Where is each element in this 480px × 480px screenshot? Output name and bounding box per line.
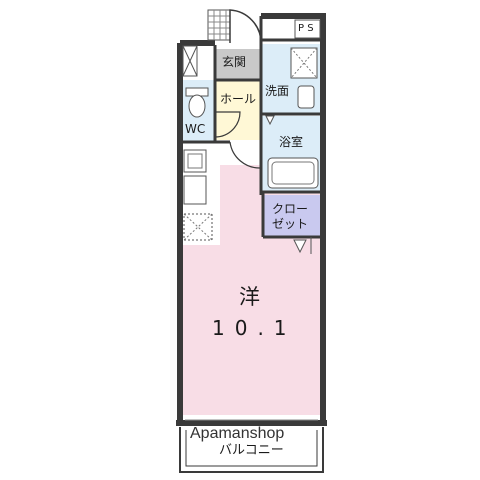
- kitchen-counter: [183, 175, 207, 205]
- sink-basin: [187, 153, 203, 169]
- bathroom-label: 浴室: [279, 135, 304, 149]
- toilet-bowl: [188, 94, 206, 118]
- fridge-space: [183, 213, 213, 241]
- washing-machine-cross: [290, 47, 318, 79]
- genkan-label: 玄関: [222, 55, 247, 69]
- closet-door: [293, 239, 307, 254]
- entrance-floor: [215, 49, 261, 80]
- watermark-logo: Apamanshop: [188, 425, 287, 442]
- western-room-size: 10.1: [212, 316, 297, 340]
- washroom-label: 洗面: [265, 84, 290, 98]
- balcony-label: バルコニー: [219, 443, 284, 458]
- closet: [263, 195, 323, 237]
- bathtub: [267, 157, 319, 189]
- ps-label: P S: [298, 23, 314, 34]
- western-room-label: 洋: [239, 285, 260, 309]
- wc-label: WC: [185, 122, 206, 136]
- closet-label-line1: クロー: [272, 202, 309, 216]
- walls: [176, 13, 327, 426]
- wc-door-swing: [214, 111, 241, 138]
- wash-basin: [297, 85, 315, 109]
- entry-step-grid: [208, 10, 230, 40]
- entry-door-swing: [229, 9, 262, 44]
- room-door-swing: [229, 141, 262, 169]
- hall-floor: [215, 80, 261, 140]
- shoe-box-cross: [182, 45, 198, 77]
- balcony-railing: [179, 427, 324, 473]
- washroom-door: [265, 115, 275, 126]
- entry-step: [207, 9, 231, 41]
- closet-label-line2: ゼット: [272, 217, 309, 231]
- pipe-space: [294, 19, 321, 39]
- hall-label: ホール: [220, 92, 257, 106]
- bathtub-inner: [271, 161, 315, 185]
